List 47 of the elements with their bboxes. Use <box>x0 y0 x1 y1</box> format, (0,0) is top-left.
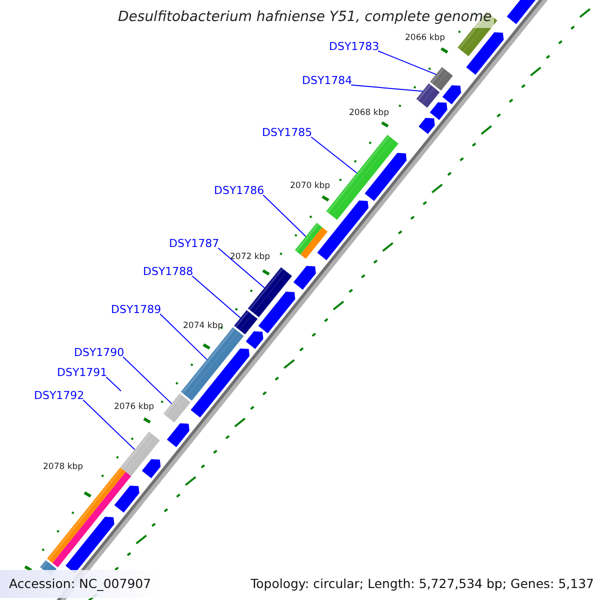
gene-feature <box>418 118 435 134</box>
gene-feature <box>430 102 448 120</box>
gene-feature <box>166 423 190 448</box>
position-label: 2066 kbp <box>405 33 446 43</box>
gene-label: DSY1783 <box>329 40 380 53</box>
gene-block <box>248 267 292 318</box>
position-label: 2076 kbp <box>114 402 154 412</box>
leader-line <box>310 136 358 174</box>
leader-line <box>160 314 208 360</box>
leader-line <box>262 194 306 237</box>
gene-label: DSY1792 <box>34 389 84 402</box>
leader-line <box>122 356 172 404</box>
gene-label: DSY1787 <box>169 237 220 250</box>
gene-feature <box>317 200 368 260</box>
leader-line <box>218 248 265 288</box>
position-label: 2072 kbp <box>230 252 270 262</box>
gene-feature <box>246 331 264 349</box>
gene-feature <box>364 152 407 201</box>
leader-line <box>106 376 122 392</box>
gene-feature <box>114 486 140 513</box>
leader-line <box>350 84 424 92</box>
gene-label: DSY1791 <box>57 366 108 379</box>
gene-block <box>120 432 160 476</box>
gene-label: DSY1790 <box>74 346 124 359</box>
gene-block <box>294 222 328 259</box>
gene-feature <box>190 348 250 418</box>
gene-block <box>163 393 191 422</box>
gene-block <box>430 67 453 91</box>
gene-label: DSY1788 <box>143 265 194 278</box>
gene-label: DSY1789 <box>111 303 162 316</box>
position-label: 2070 kbp <box>290 181 330 191</box>
gene-feature <box>258 292 296 334</box>
gene-block <box>416 83 440 108</box>
gene-feature <box>442 85 462 104</box>
position-label: 2068 kbp <box>349 108 390 118</box>
leader-line <box>378 50 437 75</box>
gene-feature <box>142 459 161 478</box>
gene-feature <box>293 266 316 290</box>
gene-label: DSY1784 <box>302 74 352 87</box>
leader-line <box>192 276 241 318</box>
gene-feature <box>466 32 504 75</box>
leader-line <box>82 400 136 450</box>
gene-block <box>234 310 258 334</box>
gene-label: DSY1785 <box>262 126 312 139</box>
gene-label: DSY1786 <box>214 184 264 197</box>
position-label: 2078 kbp <box>43 462 84 472</box>
position-label: 2074 kbp <box>183 321 224 331</box>
